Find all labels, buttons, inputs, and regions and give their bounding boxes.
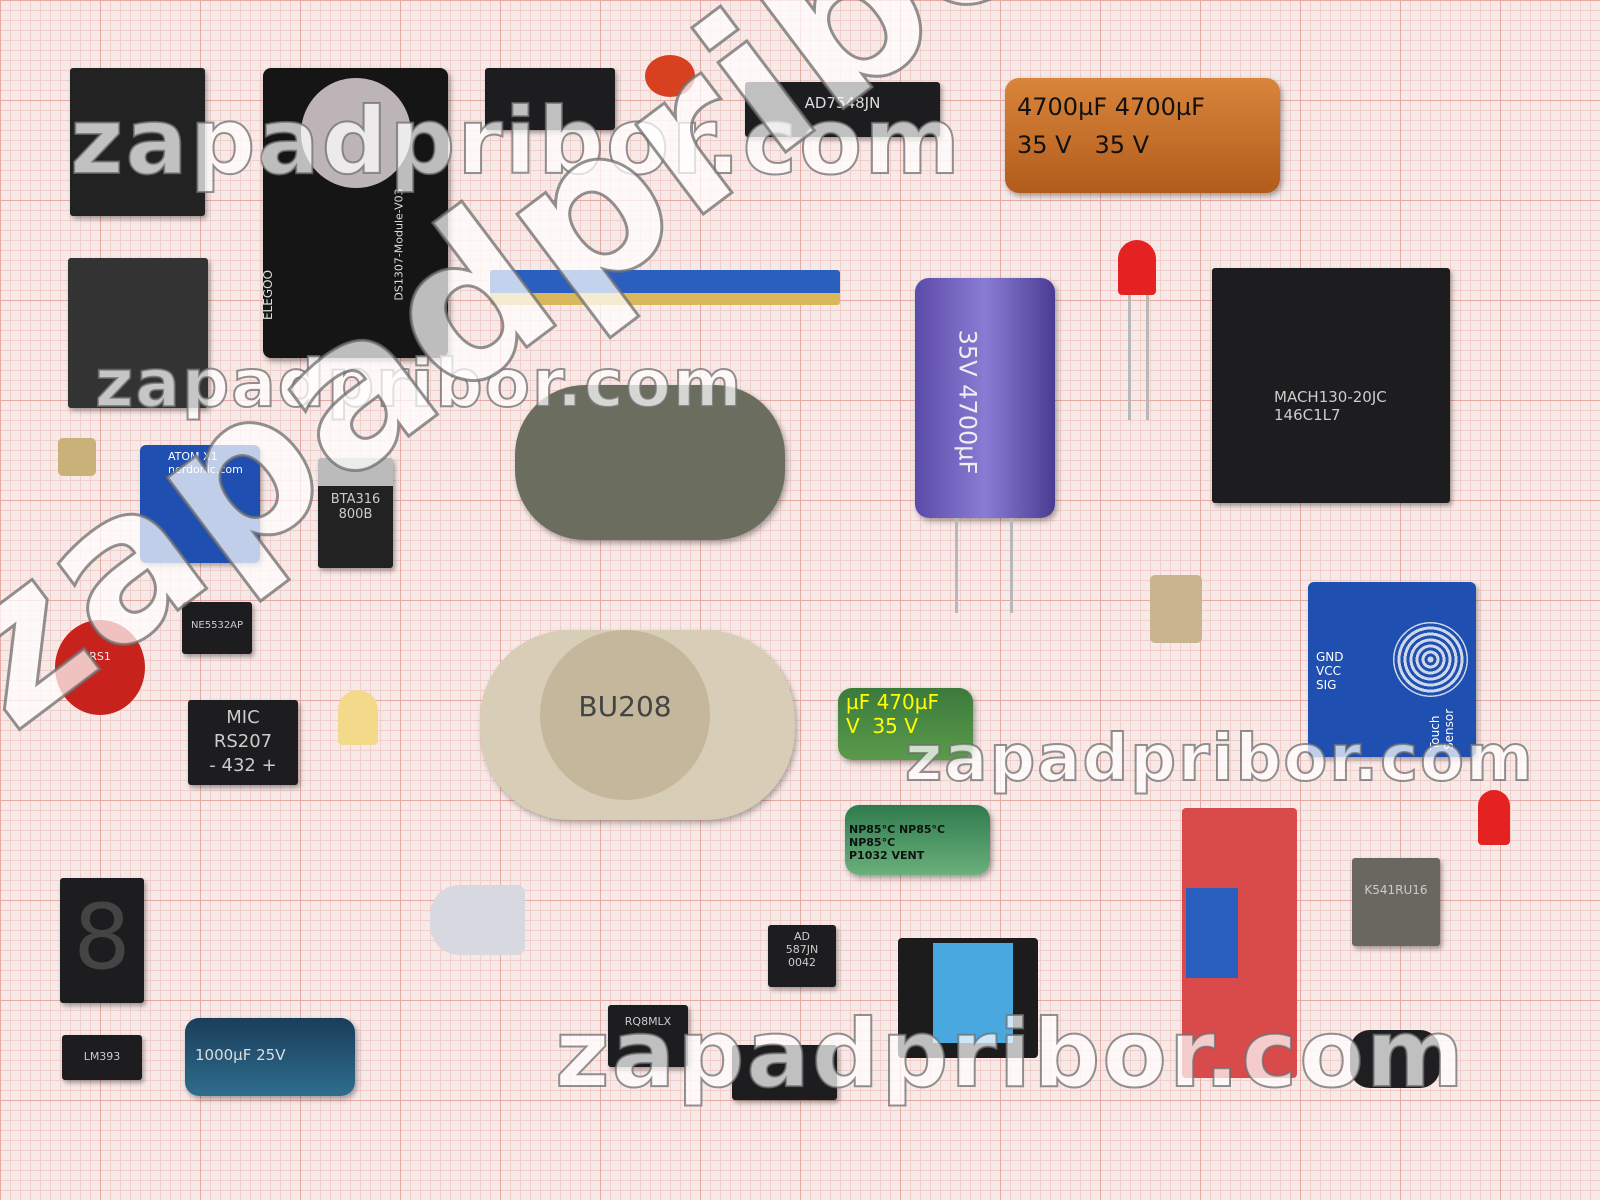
sensor-housing [933, 943, 1013, 1043]
np-cap-line1: NP85°C NP85°C NP85°C [849, 823, 946, 849]
cpld-line2: 146C1L7 [1274, 406, 1341, 424]
purple-cap-leg [1010, 518, 1013, 613]
power-transistor-label: BU208 [578, 690, 672, 723]
touch-sensor: GND VCC SIG Touch Sensor [1308, 582, 1476, 757]
np-cap-line2: P1032 VENT [849, 849, 925, 862]
bridge-rectifier: MIC RS207 - 432 + [188, 700, 298, 785]
metal-can-chip: K541RU16 [1352, 858, 1440, 946]
relay-module [68, 258, 208, 408]
watermark: zapadpribor.com [554, 999, 1466, 1110]
purple-cap-leg [955, 518, 958, 613]
smd-chip [485, 68, 615, 130]
inductor [1350, 1030, 1440, 1088]
varistor: RS1 [55, 620, 145, 715]
transistor-cap: BU208 [540, 630, 710, 800]
bridge-line1: MIC [226, 707, 260, 728]
rtc-module: ELEGOO DS1307-Module-V03 [261, 68, 448, 358]
blue-capacitor: 1000µF 25V [185, 1018, 355, 1096]
touch-pad [1393, 622, 1468, 697]
seven-segment-display: 8 [60, 878, 144, 1003]
coin-battery [301, 78, 411, 188]
orange-capacitor: 4700µF 4700µF 35 V 35 V [1005, 78, 1280, 193]
thermostat [515, 385, 785, 540]
cpld-chip: MACH130-20JC 146C1L7 [1212, 268, 1450, 503]
triac: BTA316 800B [318, 458, 393, 568]
power-transistor: BU208 [480, 630, 795, 820]
bridge-line3: - 432 + [209, 755, 277, 776]
green-capacitor: µF 470µF V 35 V [838, 688, 973, 760]
ref-chip: AD 587JN 0042 [768, 925, 836, 987]
red-led-2 [1478, 790, 1510, 845]
soic-chip-2 [732, 1045, 837, 1100]
soic-chip: RQ8MLX [608, 1005, 688, 1067]
small-chip-label: LM393 [83, 1050, 121, 1063]
orange-cap-voltage: 35 V 35 V [1017, 131, 1150, 159]
transistor-can [58, 438, 96, 476]
ref-line2: 587JN [785, 943, 819, 956]
purple-cap-label: 35V 4700µF [953, 329, 982, 475]
led-leg [1128, 295, 1131, 420]
gold-connector-module [70, 68, 205, 216]
cpld-line1: MACH130-20JC [1274, 388, 1387, 406]
watermark: zapadpribor.com [904, 721, 1535, 797]
dip-metal-chip [1150, 575, 1202, 643]
blue-cap-label: 1000µF 25V [195, 1046, 286, 1064]
ref-line1: AD [794, 930, 810, 943]
yellow-led [338, 690, 378, 745]
atom-label: ATOM X1 [168, 450, 218, 463]
ceramic-capacitor [645, 55, 695, 97]
green-cap-value: µF 470µF [846, 690, 939, 714]
ref-line3: 0042 [788, 956, 816, 969]
opamp-label: NE5532AP [190, 620, 244, 631]
clear-led [430, 885, 525, 955]
triac-line2: 800B [338, 507, 373, 522]
watermark: zapadpribor.com [69, 87, 963, 196]
metal-can-label: K541RU16 [1364, 883, 1428, 897]
edge-connector [490, 270, 840, 305]
purple-capacitor: 35V 4700µF [915, 278, 1055, 518]
varistor-label: RS1 [89, 650, 111, 663]
dac-label: AD7548JN [804, 94, 881, 112]
potentiometer [1186, 888, 1238, 978]
orange-cap-value: 4700µF 4700µF [1017, 93, 1205, 121]
red-led [1118, 240, 1156, 295]
watermark: zapadpribor.com [94, 344, 744, 423]
atom-board: ATOM X1 nerdonic.com [140, 445, 260, 563]
atom-url: nerdonic.com [168, 463, 243, 476]
humidity-sensor [898, 938, 1038, 1058]
opamp-chip: NE5532AP [182, 602, 252, 654]
small-soic-chip: LM393 [62, 1035, 142, 1080]
np-capacitor: NP85°C NP85°C NP85°C P1032 VENT [845, 805, 990, 875]
led-leg [1146, 295, 1149, 420]
bridge-line2: RS207 [213, 731, 273, 752]
soic-label: RQ8MLX [624, 1015, 672, 1028]
green-cap-voltage: V 35 V [846, 714, 918, 738]
touch-pins: GND VCC SIG [1316, 650, 1344, 692]
dac-chip: AD7548JN [745, 82, 940, 137]
triac-line1: BTA316 [330, 492, 381, 507]
